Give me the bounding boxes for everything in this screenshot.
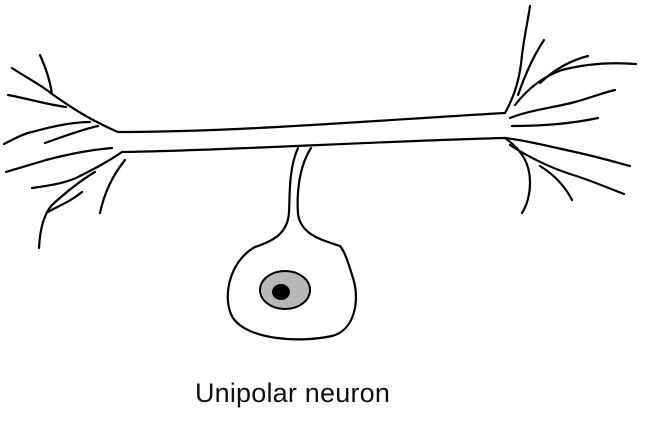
cell-body — [226, 244, 357, 341]
nucleolus — [272, 284, 290, 300]
axon-process — [116, 111, 507, 154]
left-dendrites — [2, 53, 127, 250]
axon-stem — [253, 146, 342, 249]
right-dendrites — [503, 4, 638, 215]
diagram-caption: Unipolar neuron — [194, 378, 391, 408]
